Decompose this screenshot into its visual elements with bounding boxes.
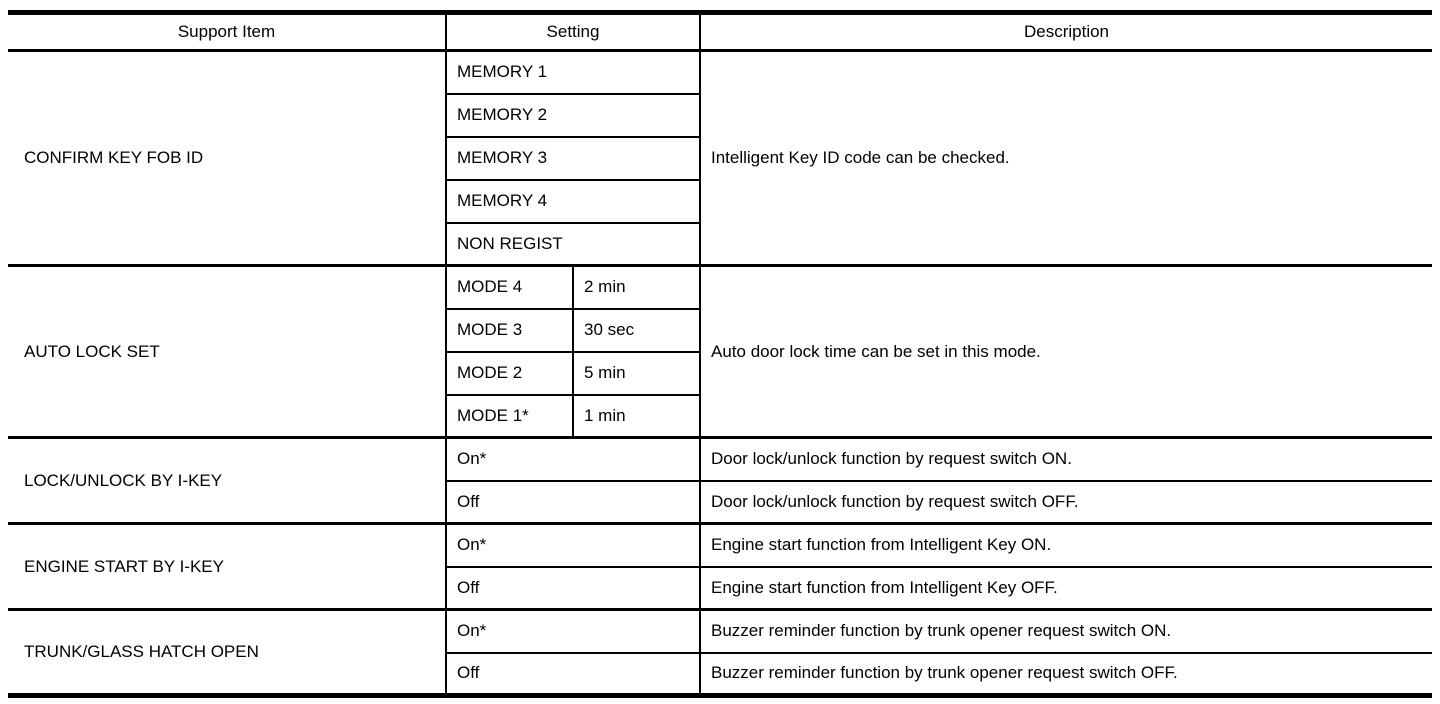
support-item-cell: ENGINE START BY I-KEY: [8, 522, 447, 611]
table-row: Off Engine start function from Intellige…: [8, 565, 1432, 611]
table-row: NON REGIST: [8, 221, 1432, 267]
table-row: MODE 3 30 sec: [8, 307, 1432, 353]
setting-time-cell: 2 min: [572, 264, 701, 310]
support-items-table: Support Item Setting Description CONFIRM…: [8, 10, 1432, 698]
setting-cell: MEMORY 2: [445, 92, 701, 138]
description-cell: Buzzer reminder function by trunk opener…: [699, 608, 1432, 654]
setting-cell: Off: [445, 479, 701, 525]
description-cell: Door lock/unlock function by request swi…: [699, 436, 1432, 482]
column-header-support-item: Support Item: [8, 11, 447, 52]
table-row: MEMORY 3: [8, 135, 1432, 181]
description-cell: Buzzer reminder function by trunk opener…: [699, 651, 1432, 697]
column-header-setting: Setting: [445, 11, 701, 52]
setting-mode-cell: MODE 2: [445, 350, 574, 396]
setting-mode-cell: MODE 1*: [445, 393, 574, 439]
support-item-cell: AUTO LOCK SET: [8, 264, 447, 439]
column-header-description: Description: [699, 11, 1432, 52]
setting-cell: Off: [445, 651, 701, 697]
description-cell: Engine start function from Intelligent K…: [699, 522, 1432, 568]
table-row: CONFIRM KEY FOB ID MEMORY 1 Intelligent …: [8, 49, 1432, 267]
table-row: ENGINE START BY I-KEY On* Engine start f…: [8, 522, 1432, 611]
table-row: LOCK/UNLOCK BY I-KEY On* Door lock/unloc…: [8, 436, 1432, 525]
table-row: Off Door lock/unlock function by request…: [8, 479, 1432, 525]
setting-cell: MEMORY 1: [445, 49, 701, 95]
description-cell: Door lock/unlock function by request swi…: [699, 479, 1432, 525]
table-row: TRUNK/GLASS HATCH OPEN On* Buzzer remind…: [8, 608, 1432, 697]
setting-cell: Off: [445, 565, 701, 611]
table-row: AUTO LOCK SET MODE 4 2 min Auto door loc…: [8, 264, 1432, 439]
table-row: MODE 2 5 min: [8, 350, 1432, 396]
setting-time-cell: 5 min: [572, 350, 701, 396]
support-item-cell: LOCK/UNLOCK BY I-KEY: [8, 436, 447, 525]
table-header-row: Support Item Setting Description: [8, 11, 1432, 52]
setting-cell: NON REGIST: [445, 221, 701, 267]
setting-time-cell: 30 sec: [572, 307, 701, 353]
table-row: MEMORY 4: [8, 178, 1432, 224]
setting-mode-cell: MODE 3: [445, 307, 574, 353]
setting-cell: On*: [445, 522, 701, 568]
description-cell: Intelligent Key ID code can be checked.: [699, 49, 1432, 267]
table-row: MODE 1* 1 min: [8, 393, 1432, 439]
support-item-cell: CONFIRM KEY FOB ID: [8, 49, 447, 267]
table-row: MEMORY 2: [8, 92, 1432, 138]
description-cell: Auto door lock time can be set in this m…: [699, 264, 1432, 439]
table-row: Off Buzzer reminder function by trunk op…: [8, 651, 1432, 697]
setting-cell: MEMORY 4: [445, 178, 701, 224]
setting-cell: On*: [445, 436, 701, 482]
setting-cell: On*: [445, 608, 701, 654]
description-cell: Engine start function from Intelligent K…: [699, 565, 1432, 611]
setting-time-cell: 1 min: [572, 393, 701, 439]
support-item-cell: TRUNK/GLASS HATCH OPEN: [8, 608, 447, 697]
setting-mode-cell: MODE 4: [445, 264, 574, 310]
setting-cell: MEMORY 3: [445, 135, 701, 181]
